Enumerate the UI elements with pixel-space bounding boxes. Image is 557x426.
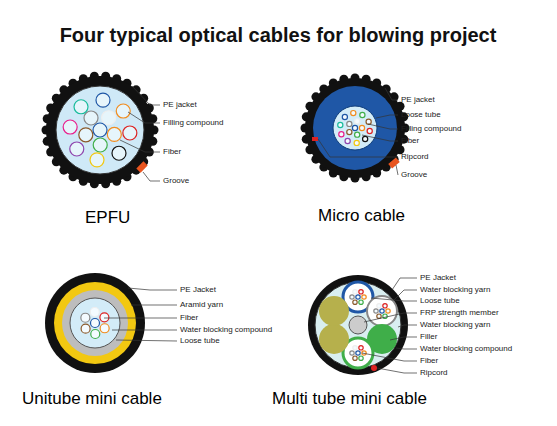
callout-label: Loose tube xyxy=(420,297,460,306)
callout-label: Water blocking compound xyxy=(180,326,272,335)
cable-name: Unitube mini cable xyxy=(22,390,162,409)
callout-label: Filling compound xyxy=(401,125,461,134)
cable-name: Micro cable xyxy=(318,207,405,226)
cable-name: EPFU xyxy=(85,209,130,228)
callout-label: PE Jacket xyxy=(180,286,216,295)
callout-label: Fiber xyxy=(401,137,419,146)
callout-label: Groove xyxy=(401,171,427,180)
callout-label: Fiber xyxy=(420,357,438,366)
callout-label: PE jacket xyxy=(401,96,435,105)
callout-label: Filler xyxy=(420,333,437,342)
callout-label: Filling compound xyxy=(163,119,223,128)
epfu-cable xyxy=(42,72,159,188)
cable-name: Multi tube mini cable xyxy=(272,390,427,409)
callout-label: FRP strength member xyxy=(420,309,499,318)
title: Four typical optical cables for blowing … xyxy=(60,24,497,46)
callout-label: Water blocking compound xyxy=(420,345,512,354)
callout-label: Water blocking yarn xyxy=(420,321,490,330)
callout-label: Water blocking yarn xyxy=(420,286,490,295)
callout-label: Loose tube xyxy=(401,111,441,120)
micro-cable xyxy=(301,74,410,183)
callout-label: Groove xyxy=(163,177,189,186)
callout-label: Ripcord xyxy=(420,369,448,378)
leader-lines xyxy=(104,86,417,373)
callout-label: PE Jacket xyxy=(420,274,456,283)
multi-tube-cable xyxy=(308,275,408,375)
callout-label: Fiber xyxy=(180,314,198,323)
callout-label: Ripcord xyxy=(401,153,429,162)
callout-label: Fiber xyxy=(163,148,181,157)
callout-label: PE jacket xyxy=(163,101,197,110)
callout-label: Aramid yarn xyxy=(180,301,223,310)
callout-label: Loose tube xyxy=(180,337,220,346)
